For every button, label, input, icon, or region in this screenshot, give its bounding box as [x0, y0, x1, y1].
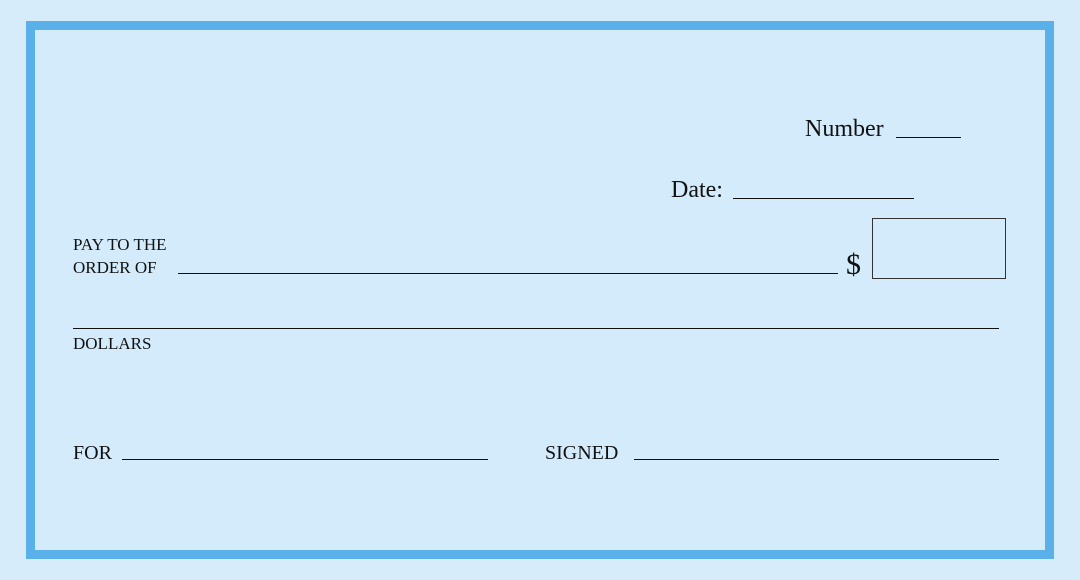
date-field[interactable]	[733, 198, 914, 199]
order-of-label: ORDER OF	[73, 258, 157, 277]
amount-box[interactable]	[872, 218, 1006, 279]
dollars-label: DOLLARS	[73, 334, 152, 353]
dollar-sign: $	[846, 248, 861, 281]
for-label: FOR	[73, 442, 112, 464]
memo-field[interactable]	[122, 459, 488, 460]
check-border	[26, 21, 1054, 559]
date-label: Date:	[671, 177, 723, 203]
amount-words-field[interactable]	[73, 328, 999, 329]
number-label: Number	[805, 116, 884, 142]
signature-field[interactable]	[634, 459, 999, 460]
number-field[interactable]	[896, 137, 961, 138]
payee-field[interactable]	[178, 273, 838, 274]
signed-label: SIGNED	[545, 442, 619, 464]
pay-to-label: PAY TO THE	[73, 235, 167, 254]
